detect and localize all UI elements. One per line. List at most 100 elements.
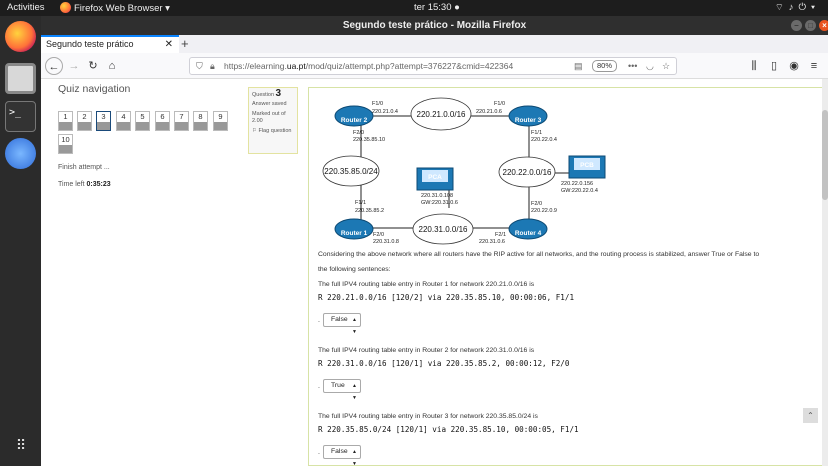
system-tray-icons[interactable]: ⌔♪⏻▾ [774, 2, 820, 13]
flag-question-label: Flag question [258, 128, 292, 134]
answer-select-value: False [331, 448, 348, 455]
zoom-level[interactable]: 80% [592, 60, 618, 72]
quiz-nav-button-7[interactable]: 7 [174, 111, 189, 131]
tab-title: Segundo teste prático [46, 39, 134, 49]
pcs [416, 155, 606, 191]
firefox-dock-icon[interactable] [5, 21, 36, 52]
scroll-to-top-button[interactable]: ⌃ [803, 408, 818, 423]
item-prompt: The full IPV4 routing table entry in Rou… [318, 413, 538, 420]
url-suffix: /mod/quiz/attempt.php?attempt=376227&cmi… [305, 61, 514, 71]
quiz-nav-button-3[interactable]: 3 [96, 111, 111, 131]
back-icon[interactable]: ← [45, 57, 63, 75]
question-panel: 220.21.0.0/16 220.35.85.0/24 220.22.0.0/… [308, 87, 828, 466]
home-icon[interactable]: ⌂ [108, 60, 116, 72]
library-icon[interactable]: ⫼ [751, 60, 757, 72]
quiz-nav-button-5[interactable]: 5 [135, 111, 150, 131]
lock-icon[interactable]: 🔒︎ [210, 61, 215, 71]
navigation-toolbar: ← → ↻ ⌂ ⛉ 🔒︎ https://elearning.ua.pt/mod… [41, 53, 828, 79]
tab-quiz[interactable]: Segundo teste prático ✕ [41, 35, 179, 53]
cloud-220-31 [412, 213, 474, 245]
if-label: F1/0 [372, 101, 383, 107]
answer-select[interactable]: False▲▼ [323, 445, 361, 466]
time-left-label: Time left [58, 181, 85, 188]
routers [334, 105, 548, 240]
if-label: 220.31.0.108 [421, 193, 453, 199]
reload-icon[interactable]: ↻ [88, 60, 98, 72]
question-info: Question 3 Answer saved Marked out of 2.… [248, 87, 298, 154]
page-scrollbar[interactable] [822, 79, 828, 466]
quiz-nav-button-8[interactable]: 8 [193, 111, 208, 131]
terminal-dock-icon[interactable]: >_ [5, 101, 36, 132]
answer-select-value: False [331, 316, 348, 323]
select-caret-icon: ▲▼ [352, 317, 357, 335]
answer-marker: . [318, 317, 320, 324]
close-window-icon[interactable]: × [819, 20, 828, 31]
answer-select-value: True [331, 382, 345, 389]
answer-marker: . [318, 449, 320, 456]
cloud-label: 220.35.85.0/24 [324, 167, 378, 176]
shield-icon[interactable]: ⛉ [196, 61, 203, 71]
quiz-nav-button-10[interactable]: 10 [58, 134, 73, 154]
if-label: 220.31.0.8 [373, 239, 399, 245]
show-apps-icon[interactable]: ⠿ [15, 437, 26, 453]
network-diagram: 220.21.0.0/16 220.35.85.0/24 220.22.0.0/… [322, 97, 606, 245]
if-label: 220.35.85.2 [355, 208, 384, 214]
pc-label: PCA [428, 174, 442, 181]
scrollbar-thumb[interactable] [822, 110, 828, 200]
quiz-nav-button-9[interactable]: 9 [213, 111, 228, 131]
pc-label: PCB [580, 162, 594, 169]
cloud-labels: 220.21.0.0/16 220.35.85.0/24 220.22.0.0/… [324, 110, 552, 234]
answer-select[interactable]: False ▲▼ [323, 313, 361, 335]
cloud-label: 220.21.0.0/16 [417, 110, 466, 119]
firefox-icon [60, 2, 71, 13]
finish-attempt-link[interactable]: Finish attempt ... [58, 164, 110, 171]
interface-labels: F1/0 220.21.0.4 F2/0 220.35.85.10 F1/0 2… [353, 101, 598, 245]
quiz-nav-button-4[interactable]: 4 [116, 111, 131, 131]
account-icon[interactable]: ◉ [789, 60, 799, 72]
sidebar-icon[interactable]: ▯ [770, 60, 778, 72]
flag-question-link[interactable]: ⚐ Flag question [252, 128, 294, 135]
answer-select[interactable]: True▲▼ [323, 379, 361, 401]
url-prefix: https://elearning. [224, 61, 287, 71]
menu-icon[interactable]: ≡ [810, 60, 818, 72]
cloud-label: 220.22.0.0/16 [503, 168, 552, 177]
if-label: 220.31.0.6 [479, 239, 505, 245]
url-domain: ua.pt [286, 61, 306, 71]
router-label: Router 4 [515, 230, 542, 237]
question-marks: Marked out of 2.00 [252, 111, 286, 124]
router-label: Router 1 [341, 230, 368, 237]
clouds [322, 97, 556, 245]
app-menu[interactable]: Firefox Web Browser ▾ [60, 2, 170, 14]
item-prompt: The full IPV4 routing table entry in Rou… [318, 281, 535, 288]
page-actions-icon[interactable]: ••• [628, 61, 638, 71]
new-tab-button[interactable]: + [181, 36, 189, 51]
routing-entry: R 220.31.0.0/16 [120/1] via 220.35.85.2,… [318, 359, 570, 368]
reader-view-icon[interactable]: ▤ [574, 61, 583, 71]
url-bar[interactable]: ⛉ 🔒︎ https://elearning.ua.pt/mod/quiz/at… [189, 57, 677, 75]
pocket-icon[interactable]: ◡ [646, 61, 654, 71]
quiz-nav-button-2[interactable]: 2 [77, 111, 92, 131]
clock[interactable]: ter 15:30 ● [414, 2, 460, 13]
activities-button[interactable]: Activities [7, 2, 45, 13]
time-left-value: 0:35:23 [86, 181, 111, 188]
question-label: Question [252, 92, 275, 98]
if-label: 220.22.0.156 [561, 181, 593, 187]
routing-entry: R 220.21.0.0/16 [120/2] via 220.35.85.10… [318, 293, 575, 302]
bookmark-star-icon[interactable]: ☆ [662, 61, 671, 71]
if-label: F1/0 [494, 101, 505, 107]
window-title: Segundo teste prático - Mozilla Firefox [342, 20, 527, 31]
router-label: Router 3 [515, 117, 542, 124]
if-label: GW:220.22.0.4 [561, 188, 598, 194]
quiz-nav-button-6[interactable]: 6 [155, 111, 170, 131]
quiz-nav-button-1[interactable]: 1 [58, 111, 73, 131]
forward-icon[interactable]: → [68, 60, 80, 72]
files-dock-icon[interactable] [5, 63, 36, 94]
item-prompt: The full IPV4 routing table entry in Rou… [318, 347, 535, 354]
close-tab-icon[interactable]: ✕ [164, 39, 173, 50]
question-status: Answer saved [252, 101, 287, 107]
if-label: GW:220.31.0.6 [421, 200, 458, 206]
eclipse-dock-icon[interactable] [5, 138, 36, 169]
if-label: 220.22.0.4 [531, 137, 557, 143]
maximize-icon[interactable]: □ [805, 20, 816, 31]
minimize-icon[interactable]: – [791, 20, 802, 31]
